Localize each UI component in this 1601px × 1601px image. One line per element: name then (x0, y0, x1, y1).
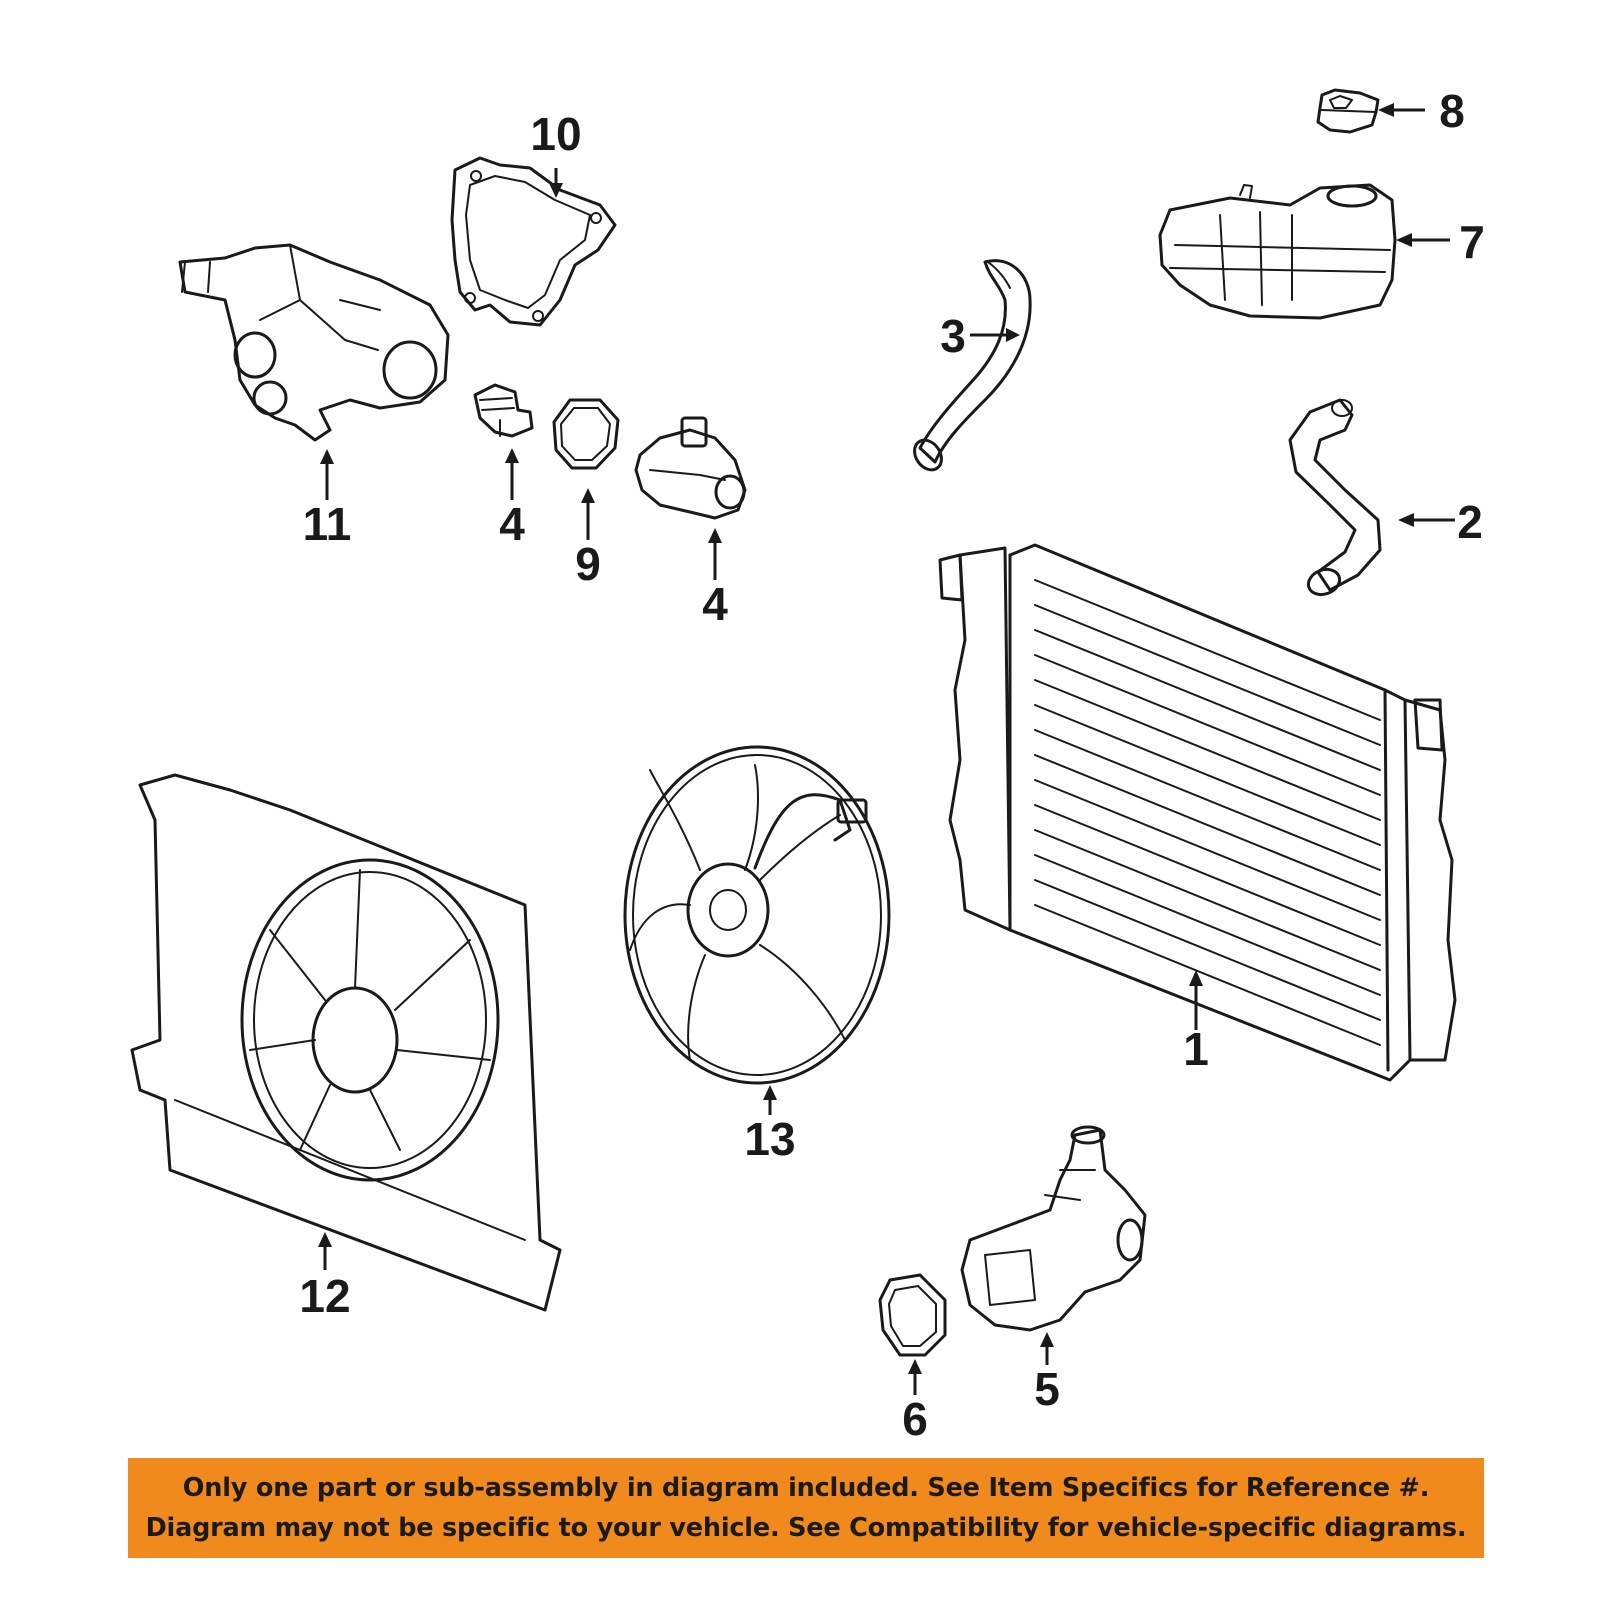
disclaimer-banner: Only one part or sub-assembly in diagram… (128, 1458, 1484, 1558)
thermostat-large-drawing (634, 416, 747, 520)
leader-lines (318, 103, 1455, 1395)
callout-labels: 1 2 3 4 4 5 6 7 8 9 10 11 12 13 (299, 85, 1484, 1445)
callout-lower-hose: 2 (1457, 496, 1483, 548)
disclaimer-line-1: Only one part or sub-assembly in diagram… (182, 1473, 1430, 1503)
callout-water-pump-housing: 11 (303, 498, 352, 550)
callout-upper-hose: 3 (940, 310, 966, 362)
thermostat-small-drawing (473, 383, 534, 438)
radiator-drawing (938, 543, 1457, 1082)
fan-assembly-drawing (623, 745, 891, 1085)
reservoir-cap-drawing (1316, 88, 1380, 134)
reservoir-drawing (1158, 183, 1397, 320)
outlet-seal-drawing (878, 1273, 947, 1357)
pump-gasket-drawing (450, 156, 617, 327)
callout-thermostat-small: 4 (499, 498, 525, 550)
callout-outlet-seal: 6 (902, 1393, 928, 1445)
fan-shroud-drawing (130, 773, 562, 1312)
water-outlet-drawing (960, 1125, 1147, 1332)
callout-pump-gasket: 10 (530, 108, 581, 160)
water-pump-housing-drawing (178, 243, 450, 442)
thermostat-gasket-drawing (552, 398, 620, 470)
callout-water-outlet: 5 (1034, 1363, 1060, 1415)
callout-reservoir-cap: 8 (1439, 85, 1465, 137)
callout-thermostat-gasket: 9 (575, 538, 601, 590)
lower-hose-drawing (1288, 398, 1382, 597)
callout-radiator: 1 (1183, 1023, 1209, 1075)
callout-fan-assembly: 13 (744, 1113, 795, 1165)
callout-fan-shroud: 12 (299, 1270, 350, 1322)
disclaimer-line-2: Diagram may not be specific to your vehi… (145, 1513, 1467, 1543)
callout-thermostat-large: 4 (702, 578, 728, 630)
callout-reservoir: 7 (1459, 216, 1485, 268)
upper-hose-drawing (913, 259, 1032, 472)
